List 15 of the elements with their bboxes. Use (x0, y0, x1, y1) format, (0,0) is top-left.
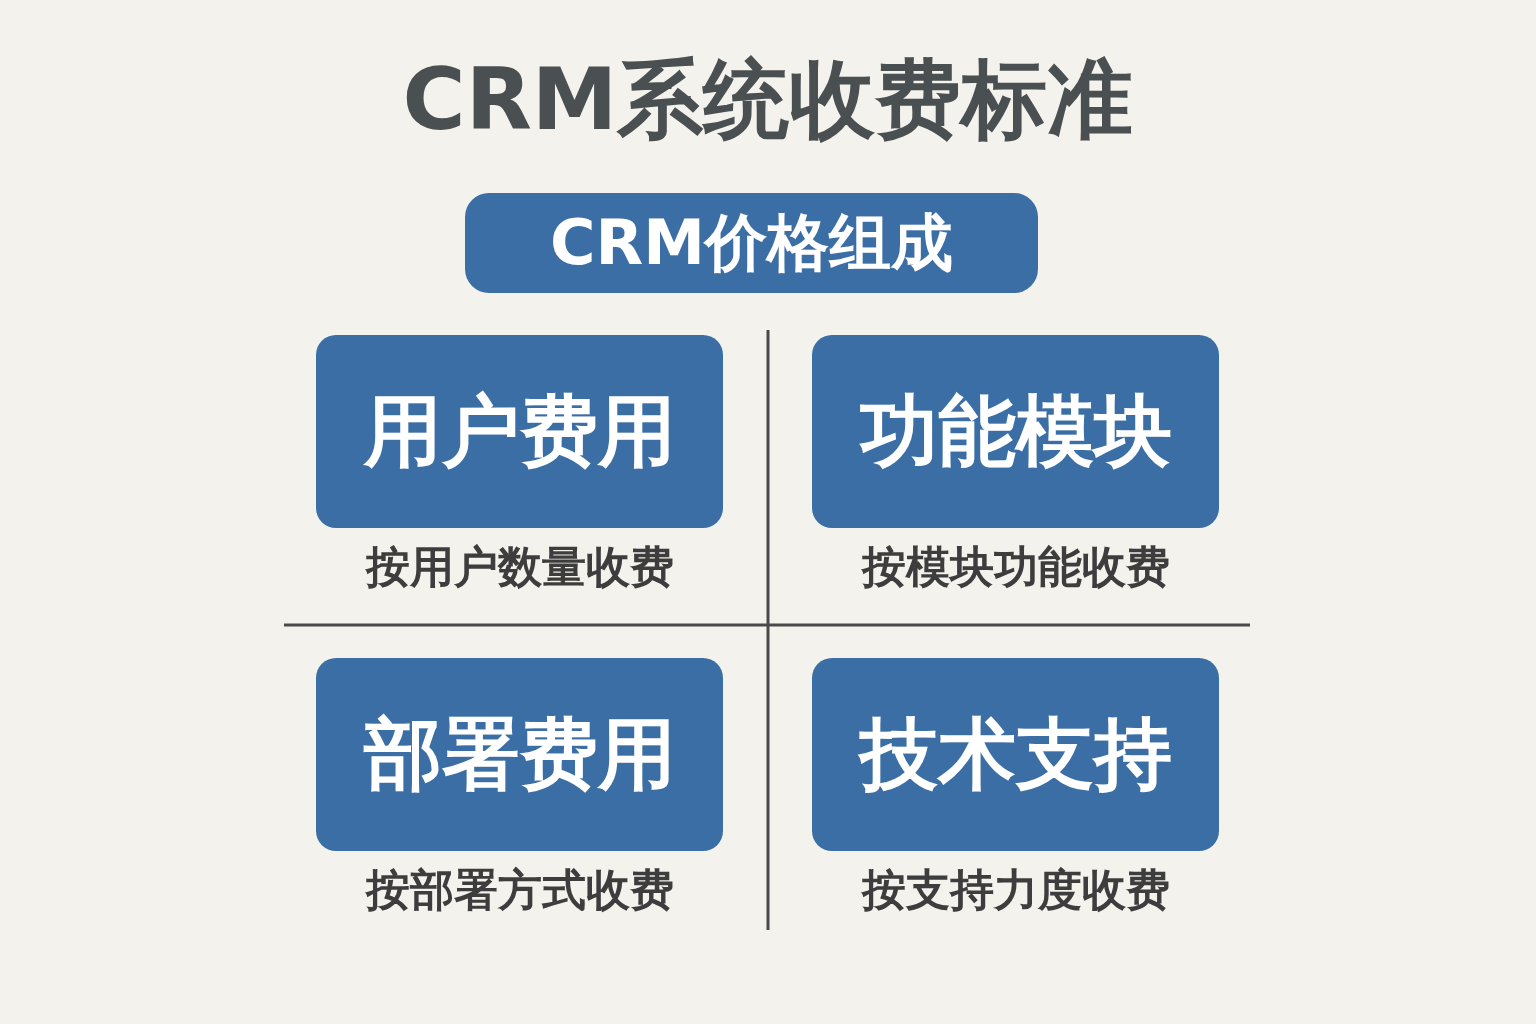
box-label: 功能模块 (859, 384, 1172, 478)
box-label: CRM价格组成 (550, 205, 953, 281)
category-box (812, 658, 1219, 851)
header-box (465, 193, 1038, 293)
category-box (316, 658, 723, 851)
node-label: 按部署方式收费 (364, 864, 675, 917)
category-box (812, 335, 1219, 528)
title: CRM系统收费标准 (402, 52, 1134, 147)
node-label: 按支持力度收费 (860, 864, 1171, 917)
node-label: 按用户数量收费 (364, 541, 675, 594)
node-label: 按模块功能收费 (860, 541, 1171, 594)
box-label: 部署费用 (363, 707, 676, 801)
box-label: 用户费用 (363, 384, 676, 478)
box-label: 技术支持 (859, 707, 1172, 801)
category-box (316, 335, 723, 528)
